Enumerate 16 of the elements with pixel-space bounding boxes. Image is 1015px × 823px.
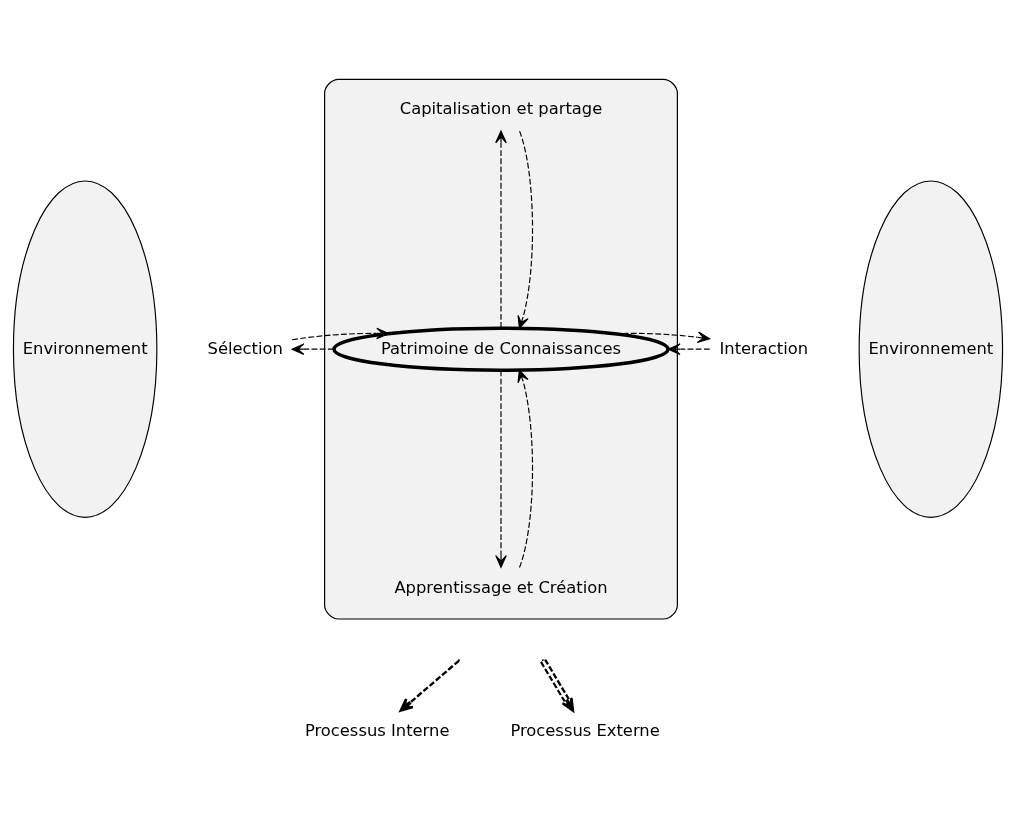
arrow [494,130,507,329]
legend-label: Processus Interne [304,721,449,741]
node-text: Interaction [718,338,808,358]
arrow [517,369,533,569]
node-text: Apprentissage et Création [393,577,608,597]
legend-label: Processus Externe [509,721,660,741]
cluster [323,78,678,620]
arrow [517,130,533,329]
arrow [291,327,389,341]
arrow [494,369,507,568]
arrow [291,343,334,355]
node-ellipse: Environnement [12,180,157,518]
node-ellipse: Environnement [858,180,1003,518]
node-text: Capitalisation et partage [399,99,602,119]
arrow [667,343,710,355]
node-text: Sélection [207,338,283,358]
